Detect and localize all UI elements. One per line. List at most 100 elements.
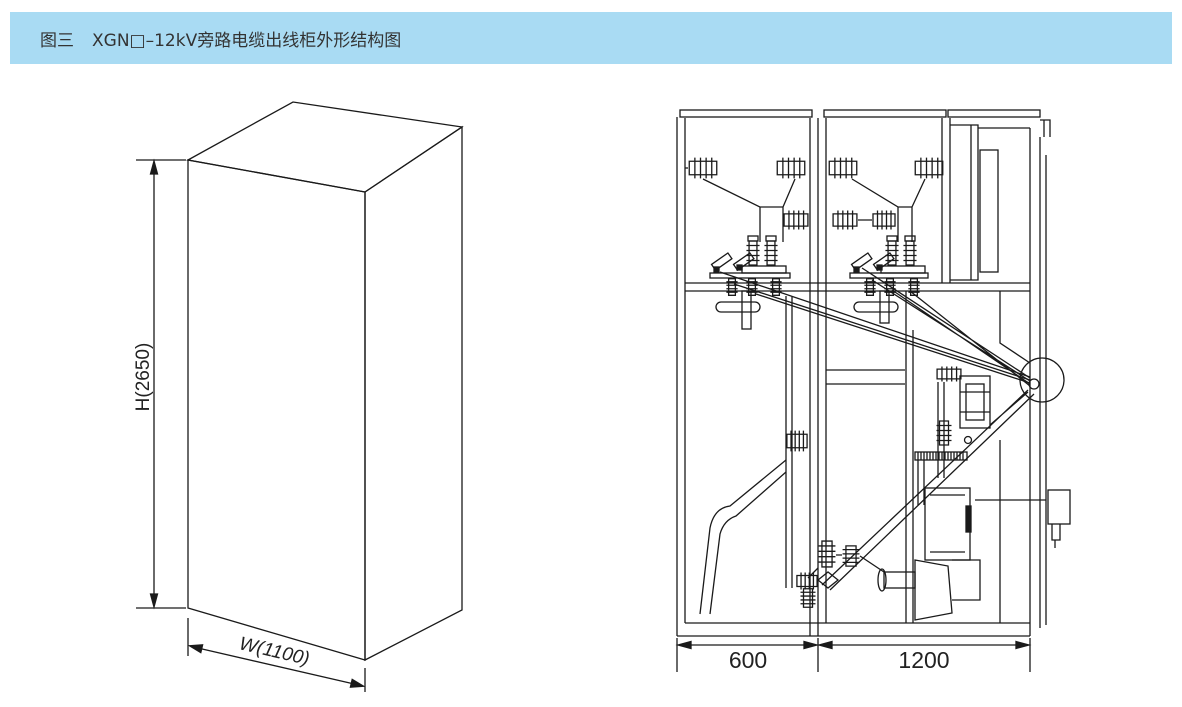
width-label: W(1100) <box>237 633 311 670</box>
disconnector-blade <box>732 252 755 272</box>
breaker-stem <box>917 460 925 505</box>
dimension-extension-lines <box>676 638 1031 672</box>
upper-right-cabinet-box <box>950 124 979 281</box>
linkage-pivot-circle <box>1019 357 1065 403</box>
disconnector-base <box>880 265 926 274</box>
disconnector-base <box>741 265 787 274</box>
small-insulator <box>726 278 738 296</box>
figure-label: 图三 <box>40 30 74 51</box>
breaker-shaft <box>883 571 916 589</box>
figure-title: XGN□–12kV旁路电缆出线柜外形结构图 <box>92 30 402 51</box>
width-dimension: W(1100) <box>187 618 366 692</box>
arrow-1200-left <box>816 640 833 650</box>
cabinet-top-face <box>186 101 464 193</box>
support-strut <box>699 459 787 615</box>
height-label: H(2650) <box>133 343 154 412</box>
title-bar: 图三 XGN□–12kV旁路电缆出线柜外形结构图 <box>10 12 1172 64</box>
dimension-label-1200: 1200 <box>898 647 949 673</box>
top-plate-right <box>947 109 1041 118</box>
insulator-cap <box>747 235 759 242</box>
upper-left-bus-assembly <box>685 157 809 330</box>
cable-terminal-insulator <box>800 588 816 608</box>
dimension-label-600: 600 <box>729 647 767 673</box>
support-post <box>741 290 752 330</box>
circuit-breaker-unit <box>877 366 991 621</box>
operating-linkage <box>719 267 1065 591</box>
breaker-bushing <box>936 366 962 382</box>
width-extension-lines <box>187 618 366 692</box>
width-dimension-line <box>199 647 353 685</box>
lower-left-conductor <box>699 296 808 615</box>
bushing-top-left <box>688 157 718 179</box>
upper-right-inner-box <box>979 149 999 273</box>
breaker-contact-inner <box>965 383 985 421</box>
arrow-1200-right <box>1015 640 1032 650</box>
cabinet-front-face <box>187 159 366 661</box>
breaker-hatching <box>917 452 964 460</box>
breaker-body <box>924 487 971 561</box>
height-dimension: H(2650) <box>133 158 186 610</box>
bushing-top-right <box>914 157 944 179</box>
disconnector-beam <box>709 272 791 279</box>
linkage-rods-right <box>861 267 1031 387</box>
support-bar <box>853 301 899 313</box>
cable-terminals <box>796 540 885 608</box>
bushing-neck <box>872 210 896 230</box>
top-right-bracket <box>1040 119 1051 137</box>
cable-terminal-insulator <box>818 540 836 568</box>
insulator-cap <box>904 235 916 242</box>
cabinet-isometric-view <box>186 101 464 662</box>
small-insulator <box>908 278 920 296</box>
top-plate-left <box>679 109 813 118</box>
breaker-contact-block <box>959 375 991 429</box>
height-arrow-top <box>149 158 159 175</box>
support-bar <box>715 301 761 313</box>
conductor-insulator <box>786 430 808 452</box>
blade-contact <box>736 264 743 271</box>
blade-contact <box>853 266 860 273</box>
side-view-dimensions: 600 1200 <box>675 638 1032 673</box>
cable-terminal-insulator <box>796 572 818 590</box>
disconnector-insulator <box>746 240 760 266</box>
breaker-pin <box>963 435 973 445</box>
breaker-side-plate <box>965 505 972 533</box>
breaker-body-lines <box>930 494 981 601</box>
width-arrow-left <box>187 644 204 654</box>
busbar-funnel <box>851 178 926 242</box>
insulator-cap <box>765 235 777 242</box>
insulator-cap <box>886 235 898 242</box>
lower-compartment-lines <box>826 291 1046 623</box>
cabinet-frame <box>676 109 1071 637</box>
width-arrow-right <box>349 678 366 688</box>
terminal-connectors <box>807 554 885 589</box>
operating-mechanism-box <box>1047 489 1071 525</box>
bushing-neck <box>832 210 858 230</box>
frame-horizontals <box>677 127 1030 637</box>
frame-verticals <box>676 117 1047 636</box>
vertical-conductor <box>785 296 793 588</box>
disconnector-blade <box>872 252 895 272</box>
linkage-rods-left <box>719 271 1031 384</box>
upper-right-bus-assembly <box>828 157 944 324</box>
disconnector-insulator <box>903 240 917 266</box>
breaker-hatched-bar <box>914 451 968 461</box>
support-post <box>879 290 890 324</box>
busbar-funnel <box>702 178 796 242</box>
arrow-600-left <box>675 640 692 650</box>
bushing-neck <box>783 210 809 230</box>
linkage-pivot-pin <box>1028 378 1040 390</box>
breaker-trolley <box>914 559 953 621</box>
disconnector-insulator <box>885 240 899 266</box>
breaker-shaft-end <box>877 568 887 592</box>
top-plate-middle <box>823 109 947 118</box>
blade-contact <box>713 266 720 273</box>
bushing-top-right <box>776 157 806 179</box>
arrow-600-right <box>803 640 820 650</box>
cabinet-side-section-view: 600 1200 <box>675 109 1071 673</box>
breaker-contact-ribs <box>960 391 990 413</box>
disconnector-insulator <box>764 240 778 266</box>
height-arrow-bottom <box>149 593 159 610</box>
cabinet-side-face <box>364 125 463 662</box>
bushing-top-left <box>828 157 858 179</box>
